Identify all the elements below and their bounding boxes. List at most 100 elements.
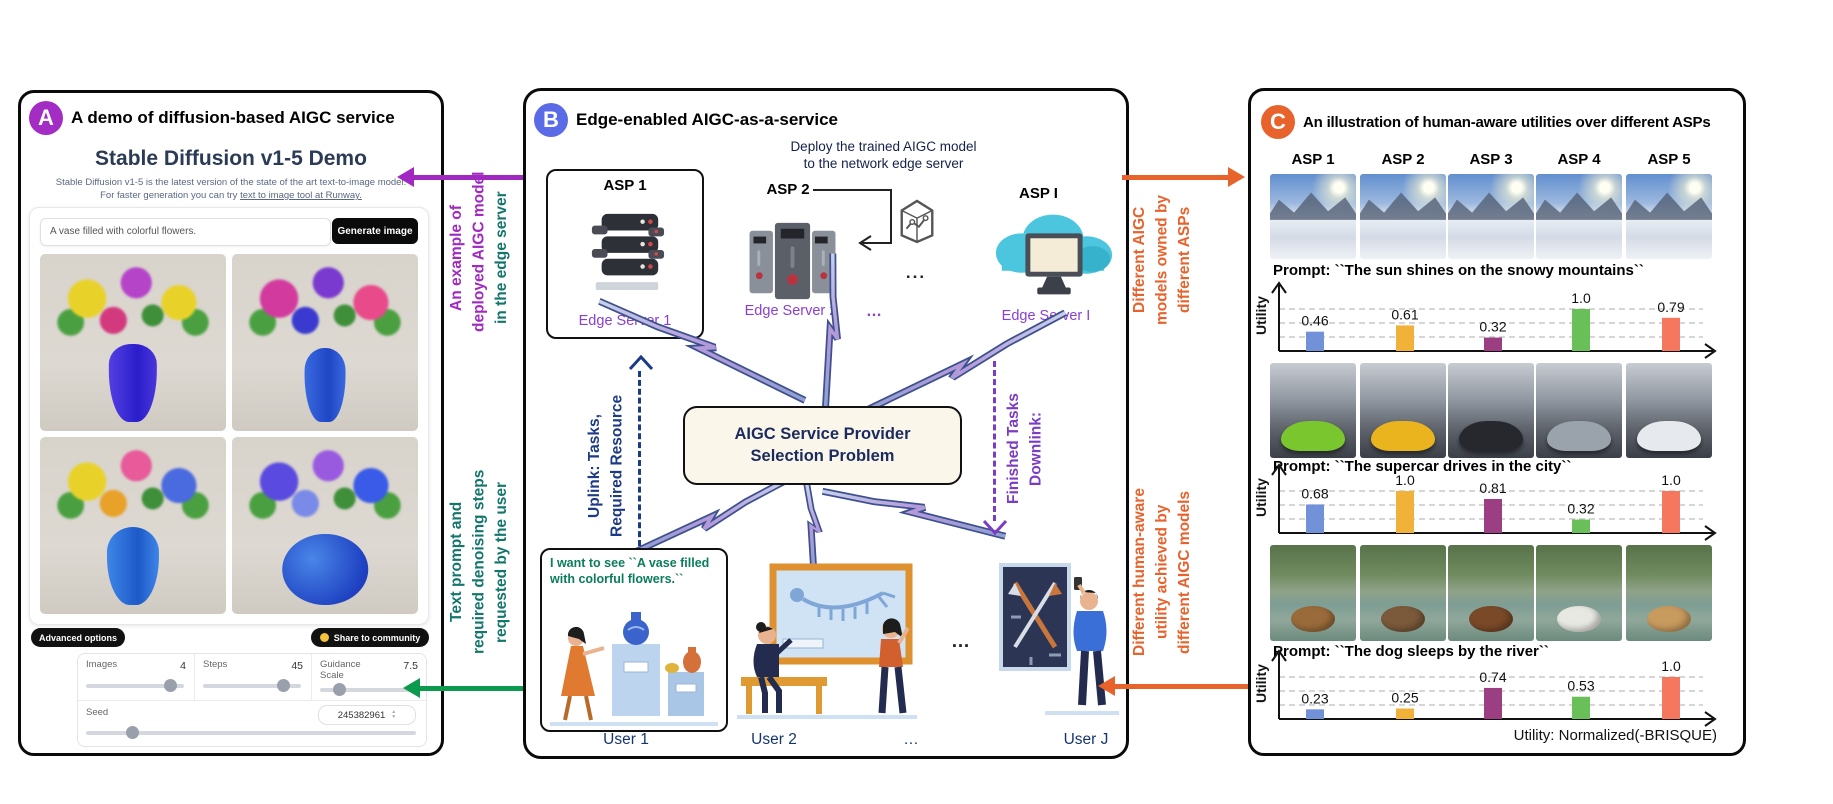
photo-subject: [1637, 420, 1701, 452]
selection-problem-box: AIGC Service Provider Selection Problem: [683, 406, 962, 485]
svg-text:0.68: 0.68: [1301, 485, 1328, 501]
user2-museum-illustration: [737, 563, 917, 719]
uplink-bold: Uplink:: [586, 465, 603, 518]
slider-thumb[interactable]: [277, 679, 291, 692]
slider-thumb[interactable]: [125, 726, 139, 739]
slider-thumb[interactable]: [164, 679, 178, 692]
vase-art: [304, 347, 346, 423]
svg-text:1.0: 1.0: [1661, 658, 1681, 674]
svg-text:0.79: 0.79: [1657, 299, 1684, 315]
lightning-bolt-icon: [803, 484, 823, 570]
annotation-line: requested by the user: [492, 481, 510, 643]
photo-subject: [1556, 605, 1602, 633]
seed-input[interactable]: 245382961▲▼: [318, 705, 416, 725]
steps-value: 45: [291, 660, 303, 672]
aspI-label: ASP I: [1019, 185, 1058, 202]
user2-label: User 2: [751, 731, 797, 748]
generated-photo-asp4: [1536, 545, 1622, 641]
downlink-arrowhead-icon: [982, 519, 1008, 536]
palette-icon: [319, 633, 329, 642]
panel-a-badge: A: [29, 101, 63, 135]
prompt-caption: Prompt: ``The dog sleeps by the river``: [1273, 643, 1549, 660]
share-to-community-button[interactable]: Share to community: [311, 628, 429, 647]
downlink-dashed-arrow: [993, 361, 996, 521]
orange-right-arrow: [1122, 167, 1245, 187]
vase-art: [108, 344, 158, 423]
downlink-bold: Downlink:: [1027, 411, 1045, 487]
server-tower-icon: [749, 222, 836, 300]
asp-column-header: ASP 3: [1469, 151, 1513, 168]
images-slider[interactable]: [86, 679, 184, 692]
demo-subtitle-line2: For faster generation you can try text t…: [21, 190, 441, 201]
slider-thumb[interactable]: [333, 683, 347, 696]
demo-heading: Stable Diffusion v1-5 Demo: [95, 147, 367, 170]
lightning-bolt-icon: [624, 475, 792, 560]
svg-text:0.32: 0.32: [1479, 319, 1506, 335]
uplink-label: Uplink: Tasks, Required Resource: [584, 351, 629, 581]
generated-photo-asp2: [1360, 363, 1446, 458]
demo-subtitle-line1: Stable Diffusion v1-5 is the latest vers…: [55, 177, 407, 188]
svg-text:0.23: 0.23: [1301, 690, 1328, 706]
scene-ellipsis: …: [951, 631, 972, 652]
orange-left-arrow: [1098, 676, 1248, 696]
seed-control: Seed 245382961▲▼: [78, 700, 426, 747]
steps-slider[interactable]: [203, 679, 301, 692]
photo-subject: [1459, 420, 1523, 452]
prompt-input[interactable]: A vase filled with colorful flowers.: [40, 218, 331, 246]
userJ-museum-illustration: [999, 563, 1119, 715]
center-box-line2: Selection Problem: [750, 446, 895, 465]
svg-text:0.32: 0.32: [1567, 501, 1594, 517]
annotation-text-prompt: Text prompt and required denoising steps…: [446, 446, 513, 678]
edge-server2-label: Edge Server 2: [744, 303, 838, 319]
purple-left-arrow: [397, 167, 523, 187]
generate-image-button[interactable]: Generate image: [332, 218, 418, 244]
lightning-bolt-icon: [849, 309, 1068, 421]
downlink-label: Downlink: Finished Tasks: [1003, 363, 1048, 535]
generated-photo-asp2: [1360, 545, 1446, 641]
runway-link[interactable]: text to image tool at Runway.: [240, 190, 362, 201]
user1-box: I want to see ``A vase filled with color…: [540, 548, 728, 732]
photo-subject: [1547, 420, 1611, 452]
lightning-bolt-icon: [598, 297, 807, 404]
vase-art: [282, 534, 368, 606]
annotation-line: required denoising steps: [470, 469, 488, 655]
svg-text:Utility: Utility: [1253, 664, 1269, 703]
panel-b-badge: B: [534, 103, 568, 137]
photo-subject: [1371, 420, 1435, 452]
generated-photo-asp4: [1536, 174, 1622, 259]
generated-photo-asp5: [1626, 174, 1712, 259]
svg-text:1.0: 1.0: [1395, 472, 1415, 488]
guidance-slider[interactable]: [320, 683, 416, 696]
photo-subject: [1468, 605, 1514, 633]
prompt-caption: Prompt: ``The sun shines on the snowy mo…: [1273, 262, 1644, 279]
asp2-label: ASP 2: [766, 181, 810, 198]
annotation-models-owned: Different AIGC models owned by different…: [1129, 178, 1196, 342]
model-deploy-icon: [900, 199, 934, 244]
asp1-label: ASP 1: [603, 177, 647, 194]
seed-slider[interactable]: [86, 726, 416, 739]
svg-text:0.53: 0.53: [1567, 678, 1594, 694]
center-box-line1: AIGC Service Provider: [734, 425, 911, 444]
stepper-icon[interactable]: ▲▼: [391, 709, 397, 720]
advanced-options-label: Advanced options: [38, 632, 117, 643]
panel-a-title: A demo of diffusion-based AIGC service: [71, 108, 395, 127]
deploy-note-line1: Deploy the trained AIGC model: [790, 139, 977, 154]
green-left-arrow: [403, 678, 523, 698]
annotation-line: models owned by: [1153, 194, 1171, 326]
asp-column-header: ASP 2: [1381, 151, 1425, 168]
annotation-line: An example of: [448, 205, 465, 311]
generated-vase-image-4: [232, 437, 418, 614]
generated-vase-image-2: [232, 254, 418, 431]
server-rack-icon: [591, 213, 665, 290]
advanced-options-button[interactable]: Advanced options: [31, 628, 125, 647]
edge-row-ellipsis: …: [866, 303, 884, 320]
deploy-note: Deploy the trained AIGC model to the net…: [751, 139, 1016, 173]
uplink-line2: Required Resource: [608, 394, 626, 538]
user-ellipsis: …: [903, 731, 919, 748]
edge-serverI-label: Edge Server I: [1001, 308, 1091, 324]
generated-photo-asp1: [1270, 363, 1356, 458]
